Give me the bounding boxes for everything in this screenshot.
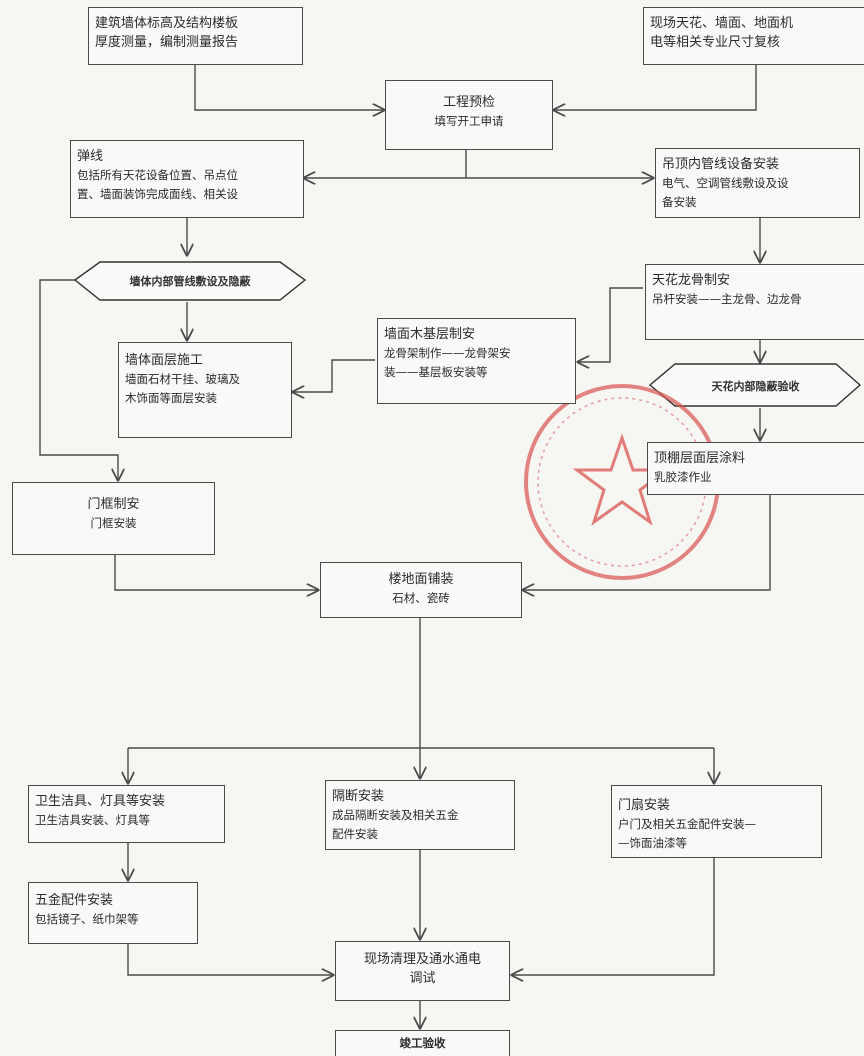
hex-ceiling-check-label: 天花内部隐蔽验收 — [711, 380, 800, 393]
node-recheck-line1: 现场天花、墙面、地面机 — [650, 16, 794, 31]
edge-measure-precheck — [194, 65, 384, 110]
node-partition-line2: 成品隔断安装及相关五金 — [332, 808, 459, 822]
node-wall-wood-base-line3: 装——基层板安装等 — [384, 365, 488, 379]
node-wall-wood-base-line1: 墙面木基层制安 — [384, 327, 476, 342]
node-cleanup: 现场清理及通水通电 调试 — [335, 941, 510, 1001]
node-door-frame-line2: 门框安装 — [90, 516, 137, 530]
node-partition-line1: 隔断安装 — [332, 789, 385, 804]
node-precheck: 工程预检 填写开工申请 — [385, 80, 553, 150]
node-wall-wood-base-line2: 龙骨架制作——龙骨架安 — [384, 346, 511, 360]
node-ceiling-pipes-line2: 电气、空调管线敷设及设 — [662, 176, 789, 190]
node-cleanup-line2: 调试 — [409, 971, 436, 986]
hex-wall-pipes-label: 墙体内部管线敷设及隐蔽 — [129, 275, 251, 288]
node-snapline-line2: 包括所有天花设备位置、吊点位 — [77, 168, 238, 182]
edge-woodbase-wallsurface — [293, 359, 375, 392]
node-sanitary-line2: 卫生洁具安装、灯具等 — [35, 813, 150, 827]
edge-keel-woodbase — [578, 287, 643, 362]
node-wall-surface-line1: 墙体面层施工 — [125, 353, 204, 368]
node-floor-paving: 楼地面铺装 石材、瓷砖 — [320, 562, 522, 618]
node-completion-line1: 竣工验收 — [399, 1036, 446, 1050]
node-recheck-line2: 电等相关专业尺寸复核 — [650, 35, 781, 50]
node-precheck-line1: 工程预检 — [442, 95, 495, 110]
edge-recheck-precheck — [554, 65, 757, 110]
node-ceiling-pipes-line1: 吊顶内管线设备安装 — [662, 157, 780, 172]
node-hardware-line2: 包括镜子、纸巾架等 — [35, 912, 139, 926]
hex-ceiling-check — [648, 363, 862, 407]
node-partition: 隔断安装 成品隔断安装及相关五金 配件安装 — [325, 780, 515, 850]
node-snapline: 弹线 包括所有天花设备位置、吊点位 置、墙面装饰完成面线、相关设 — [70, 140, 304, 218]
node-ceiling-pipes: 吊顶内管线设备安装 电气、空调管线敷设及设 备安装 — [655, 148, 860, 218]
edge-doorframe-floor — [114, 555, 318, 590]
node-door-frame-line1: 门框制安 — [87, 497, 140, 512]
node-wall-wood-base: 墙面木基层制安 龙骨架制作——龙骨架安 装——基层板安装等 — [377, 318, 576, 404]
node-sanitary: 卫生洁具、灯具等安装 卫生洁具安装、灯具等 — [28, 785, 225, 843]
edge-doorleaf-cleanup — [512, 858, 715, 975]
node-measure-line1: 建筑墙体标高及结构楼板 — [95, 16, 239, 31]
node-ceiling-pipes-line3: 备安装 — [662, 195, 697, 209]
node-measure-line2: 厚度测量，编制测量报告 — [95, 35, 239, 50]
node-ceiling-paint-line2: 乳胶漆作业 — [654, 470, 712, 484]
node-wall-surface: 墙体面层施工 墙面石材干挂、玻璃及 木饰面等面层安装 — [118, 342, 292, 438]
node-door-frame: 门框制安 门框安装 — [12, 482, 215, 555]
node-ceiling-keel-line2: 吊杆安装——主龙骨、边龙骨 — [652, 292, 802, 306]
node-floor-paving-line1: 楼地面铺装 — [388, 572, 454, 587]
node-snapline-line1: 弹线 — [77, 149, 104, 164]
node-ceiling-paint: 顶棚层面层涂料 乳胶漆作业 — [647, 442, 864, 495]
node-door-leaf-line2: 户门及相关五金配件安装— — [618, 817, 756, 831]
edge-hardware-cleanup — [127, 944, 333, 975]
node-measure: 建筑墙体标高及结构楼板 厚度测量，编制测量报告 — [88, 7, 303, 65]
edge-paint-floor — [523, 495, 771, 590]
node-hardware-line1: 五金配件安装 — [35, 893, 114, 908]
node-sanitary-line1: 卫生洁具、灯具等安装 — [35, 794, 166, 809]
node-precheck-line2: 填写开工申请 — [434, 114, 504, 128]
node-recheck: 现场天花、墙面、地面机 电等相关专业尺寸复核 — [643, 7, 864, 65]
node-snapline-line3: 置、墙面装饰完成面线、相关设 — [77, 187, 238, 201]
node-door-leaf-line3: —饰面油漆等 — [618, 836, 687, 850]
hex-wall-pipes — [73, 261, 307, 301]
node-wall-surface-line3: 木饰面等面层安装 — [125, 391, 217, 405]
node-hardware: 五金配件安装 包括镜子、纸巾架等 — [28, 882, 198, 944]
node-completion: 竣工验收 — [335, 1030, 510, 1056]
node-cleanup-line1: 现场清理及通水通电 — [363, 952, 481, 967]
node-ceiling-keel-line1: 天花龙骨制安 — [652, 273, 731, 288]
node-door-leaf: 门扇安装 户门及相关五金配件安装— —饰面油漆等 — [611, 785, 822, 858]
node-door-leaf-line1: 门扇安装 — [618, 798, 671, 813]
edge-hex-doorframe — [39, 279, 118, 480]
node-floor-paving-line2: 石材、瓷砖 — [392, 591, 450, 605]
node-ceiling-keel: 天花龙骨制安 吊杆安装——主龙骨、边龙骨 — [645, 264, 864, 340]
node-wall-surface-line2: 墙面石材干挂、玻璃及 — [125, 372, 240, 386]
node-ceiling-paint-line1: 顶棚层面层涂料 — [654, 451, 746, 466]
node-partition-line3: 配件安装 — [332, 827, 378, 841]
